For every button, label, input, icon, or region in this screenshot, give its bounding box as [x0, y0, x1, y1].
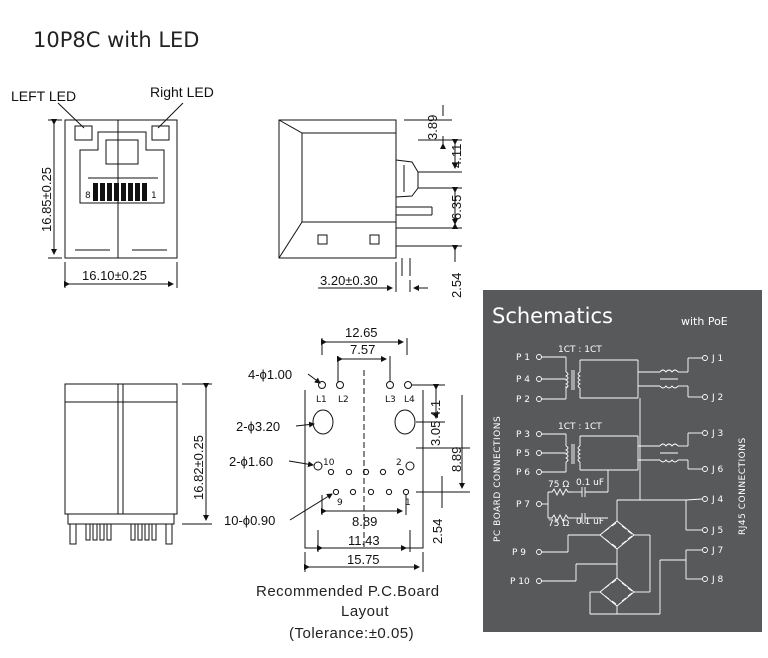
contact-pins — [93, 183, 147, 201]
mount-hole-left — [312, 409, 334, 435]
pin-p1: P 1 — [516, 353, 530, 363]
pin-label-2: 2 — [396, 458, 402, 468]
pc-board-connections-label: PC BOARD CONNECTIONS — [493, 416, 503, 542]
jack-rear-body — [64, 383, 178, 515]
pcb-dim-right-b: 4.1 — [428, 400, 443, 418]
pin-p10: P 10 — [510, 577, 530, 587]
pcb-dim-led: 7.57 — [350, 342, 375, 357]
pin-p3: P 3 — [516, 430, 530, 440]
jack-side-body — [278, 119, 397, 259]
pin-j1: J 1 — [711, 354, 723, 364]
led-hole-l4 — [404, 381, 412, 389]
front-pin-8-label: 8 — [85, 191, 91, 201]
pin-j7: J 7 — [711, 546, 723, 556]
latch — [395, 159, 419, 198]
schematic-background — [483, 290, 762, 632]
pin-j2: J 2 — [711, 393, 723, 403]
pcb-dim-right-a: 3.05 — [428, 421, 443, 446]
pcb-layout: 12.65 7.57 L1 L2 L3 L4 10 — [224, 325, 470, 642]
mount-hole-right — [394, 409, 416, 435]
pin-j5: J 5 — [711, 526, 723, 536]
rear-view: 16.82±0.25 — [64, 383, 212, 545]
pin-p2: P 2 — [516, 395, 530, 405]
side-dim-top: 3.89 — [425, 115, 440, 140]
rear-pins — [69, 523, 173, 545]
page-title: 10P8C with LED — [33, 28, 200, 52]
capacitor-label-1: 0.1 uF — [576, 478, 604, 488]
pin-j4: J 4 — [711, 495, 724, 505]
side-dim-bottom: 2.54 — [449, 273, 464, 298]
pin-p7: P 7 — [516, 500, 530, 510]
pcb-caption-line2: Layout — [341, 603, 389, 620]
pin-p9: P 9 — [512, 548, 526, 558]
pcb-dim-pins: 8.89 — [352, 514, 377, 529]
pin-holes — [327, 468, 410, 496]
pin-j3: J 3 — [711, 429, 723, 439]
pin-label-10: 10 — [323, 458, 335, 468]
pin-label-9: 9 — [337, 498, 343, 508]
resistor-label-2: 75 Ω — [548, 519, 569, 529]
pcb-dim-right-d: 2.54 — [430, 519, 445, 544]
front-view: LEFT LED Right LED 8 1 16.85±0.25 — [11, 84, 214, 288]
callout-shield-holes: 2-ϕ1.60 — [229, 454, 273, 469]
pcb-caption-line1: Recommended P.C.Board — [256, 583, 440, 600]
schematic-subtitle: with PoE — [681, 315, 728, 328]
pcb-dim-right-c: 8.89 — [449, 447, 464, 472]
callout-led-holes: 4-ϕ1.00 — [248, 367, 292, 382]
side-view: 3.89 4.11 6.35 2.54 3.20±0.30 — [278, 105, 464, 298]
capacitor-label-2: 0.1 uF — [576, 517, 604, 527]
side-dim-b: 6.35 — [449, 195, 464, 220]
callout-mount-holes: 2-ϕ3.20 — [236, 419, 280, 434]
front-width-dim: 16.10±0.25 — [82, 268, 147, 283]
pin-j8: J 8 — [711, 575, 724, 585]
resistor-label-1: 75 Ω — [548, 480, 569, 490]
pin-p6: P 6 — [516, 468, 530, 478]
left-led-label: LEFT LED — [11, 88, 76, 104]
callout-pin-holes: 10-ϕ0.90 — [224, 513, 275, 528]
led-hole-l3 — [386, 381, 394, 389]
schematic-panel: Schematics with PoE PC BOARD CONNECTIONS… — [483, 290, 762, 632]
side-dim-a: 4.11 — [449, 144, 464, 168]
led-label-l2: L2 — [338, 395, 349, 405]
shield-hole-left — [313, 461, 323, 471]
rj45-connections-label: RJ45 CONNECTIONS — [738, 437, 748, 535]
led-label-l4: L4 — [404, 395, 415, 405]
side-depth-dim: 3.20±0.30 — [320, 273, 378, 288]
front-height-dim: 16.85±0.25 — [39, 167, 54, 232]
pin-p4: P 4 — [516, 375, 530, 385]
led-hole-l1 — [318, 381, 326, 389]
led-label-l1: L1 — [316, 395, 327, 405]
pcb-dim-mid: 11.43 — [348, 533, 380, 548]
right-led-window — [151, 125, 170, 141]
pin-j6: J 6 — [711, 465, 724, 475]
left-led-window — [74, 125, 93, 141]
plug-opening — [79, 131, 165, 204]
schematic-wiring — [536, 354, 708, 615]
shield-hole-right — [405, 461, 415, 471]
pcb-dim-total: 15.75 — [347, 552, 380, 567]
ratio-label-1: 1CT : 1CT — [558, 345, 602, 355]
front-pin-1-label: 1 — [151, 191, 157, 201]
pcb-caption-line3: (Tolerance:±0.05) — [289, 625, 414, 642]
right-led-label: Right LED — [150, 84, 214, 100]
led-hole-l2 — [336, 381, 344, 389]
led-label-l3: L3 — [385, 395, 396, 405]
ratio-label-2: 1CT : 1CT — [558, 422, 602, 432]
pin-p5: P 5 — [516, 449, 530, 459]
schematic-title: Schematics — [492, 304, 613, 328]
pcb-dim-top: 12.65 — [345, 325, 378, 340]
jack-front-body — [64, 119, 178, 259]
pin-label-1: 1 — [405, 498, 411, 508]
rear-height-dim: 16.82±0.25 — [191, 435, 206, 500]
